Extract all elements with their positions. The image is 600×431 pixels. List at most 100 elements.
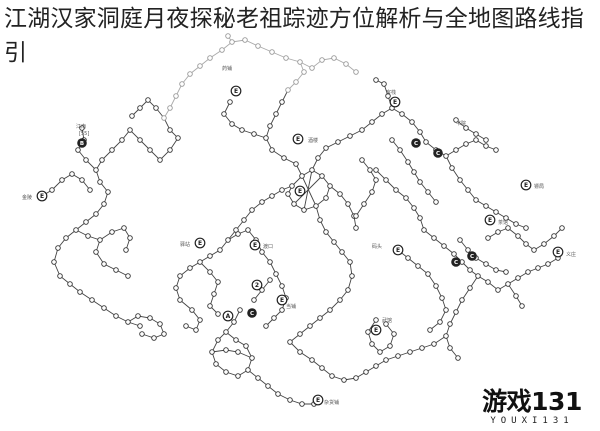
- map-node[interactable]: [313, 203, 319, 209]
- map-node[interactable]: [369, 189, 375, 195]
- map-node[interactable]: [285, 191, 291, 197]
- map-node[interactable]: [245, 367, 251, 373]
- location-marker-e[interactable]: A: [222, 310, 234, 322]
- map-node[interactable]: [513, 293, 519, 299]
- map-node[interactable]: [505, 225, 511, 231]
- location-marker-c[interactable]: C: [467, 251, 477, 261]
- map-node[interactable]: [211, 291, 217, 297]
- map-node[interactable]: [173, 285, 179, 291]
- map-node[interactable]: [101, 261, 107, 267]
- map-node[interactable]: [423, 139, 429, 145]
- map-node[interactable]: [273, 111, 279, 117]
- map-node[interactable]: [79, 177, 85, 183]
- map-node[interactable]: [373, 77, 379, 83]
- map-node[interactable]: [127, 127, 133, 133]
- map-node[interactable]: [273, 271, 279, 277]
- map-node[interactable]: [69, 171, 75, 177]
- map-node[interactable]: [309, 167, 315, 173]
- map-node[interactable]: [227, 99, 233, 105]
- map-node[interactable]: [345, 201, 351, 207]
- map-node[interactable]: [269, 49, 275, 55]
- map-node[interactable]: [97, 179, 103, 185]
- map-node[interactable]: [475, 273, 481, 279]
- map-node[interactable]: [453, 309, 459, 315]
- map-node[interactable]: [457, 177, 463, 183]
- map-node[interactable]: [197, 317, 203, 323]
- map-node[interactable]: [197, 259, 203, 265]
- map-node[interactable]: [79, 125, 85, 131]
- map-node[interactable]: [209, 349, 215, 355]
- map-node[interactable]: [187, 71, 193, 77]
- map-node[interactable]: [275, 391, 281, 397]
- map-node[interactable]: [249, 355, 255, 361]
- map-node[interactable]: [299, 173, 305, 179]
- map-node[interactable]: [177, 297, 183, 303]
- map-node[interactable]: [297, 331, 303, 337]
- map-node[interactable]: [383, 177, 389, 183]
- location-marker-e[interactable]: E: [249, 239, 261, 251]
- map-node[interactable]: [207, 253, 213, 259]
- map-node[interactable]: [73, 227, 79, 233]
- map-node[interactable]: [419, 345, 425, 351]
- map-node[interactable]: [223, 329, 229, 335]
- map-node[interactable]: [63, 235, 69, 241]
- map-node[interactable]: [425, 271, 431, 277]
- map-node[interactable]: [317, 315, 323, 321]
- map-node[interactable]: [447, 321, 453, 327]
- map-node[interactable]: [225, 33, 231, 39]
- map-node[interactable]: [405, 255, 411, 261]
- map-node[interactable]: [369, 119, 375, 125]
- location-marker-e[interactable]: E: [370, 324, 382, 336]
- map-node[interactable]: [271, 315, 277, 321]
- map-node[interactable]: [217, 247, 223, 253]
- map-node[interactable]: [505, 281, 511, 287]
- map-node[interactable]: [161, 331, 167, 337]
- location-marker-e[interactable]: E: [276, 294, 288, 306]
- map-node[interactable]: [87, 187, 93, 193]
- map-node[interactable]: [353, 225, 359, 231]
- location-marker-e[interactable]: E: [552, 246, 564, 258]
- map-node[interactable]: [443, 153, 449, 159]
- map-node[interactable]: [221, 111, 227, 117]
- map-node[interactable]: [129, 113, 135, 119]
- map-node[interactable]: [99, 157, 105, 163]
- map-node[interactable]: [259, 249, 265, 255]
- map-node[interactable]: [483, 261, 489, 267]
- map-node[interactable]: [425, 189, 431, 195]
- location-marker-e[interactable]: 2: [251, 279, 263, 291]
- map-node[interactable]: [263, 323, 269, 329]
- map-node[interactable]: [183, 323, 189, 329]
- map-node[interactable]: [137, 137, 143, 143]
- map-node[interactable]: [67, 281, 73, 287]
- map-node[interactable]: [411, 205, 417, 211]
- map-node[interactable]: [465, 187, 471, 193]
- map-node[interactable]: [453, 147, 459, 153]
- map-node[interactable]: [403, 195, 409, 201]
- map-node[interactable]: [215, 279, 221, 285]
- map-node[interactable]: [241, 217, 247, 223]
- map-node[interactable]: [399, 111, 405, 117]
- map-node[interactable]: [535, 265, 541, 271]
- map-node[interactable]: [309, 65, 315, 71]
- map-node[interactable]: [293, 79, 299, 85]
- map-node[interactable]: [315, 155, 321, 161]
- location-marker-e[interactable]: E: [392, 244, 404, 256]
- map-node[interactable]: [493, 147, 499, 153]
- location-marker-e[interactable]: E: [230, 85, 242, 97]
- map-node[interactable]: [451, 251, 457, 257]
- map-node[interactable]: [242, 37, 248, 43]
- map-node[interactable]: [339, 249, 345, 255]
- map-node[interactable]: [455, 355, 461, 361]
- location-marker-c[interactable]: B: [77, 138, 87, 148]
- map-node[interactable]: [359, 157, 365, 163]
- map-node[interactable]: [293, 161, 299, 167]
- map-node[interactable]: [179, 81, 185, 87]
- map-node[interactable]: [369, 341, 375, 347]
- map-node[interactable]: [541, 241, 547, 247]
- map-node[interactable]: [301, 69, 307, 75]
- map-node[interactable]: [93, 167, 99, 173]
- map-node[interactable]: [281, 155, 287, 161]
- map-node[interactable]: [327, 183, 333, 189]
- map-node[interactable]: [457, 237, 463, 243]
- location-marker-e[interactable]: E: [36, 190, 48, 202]
